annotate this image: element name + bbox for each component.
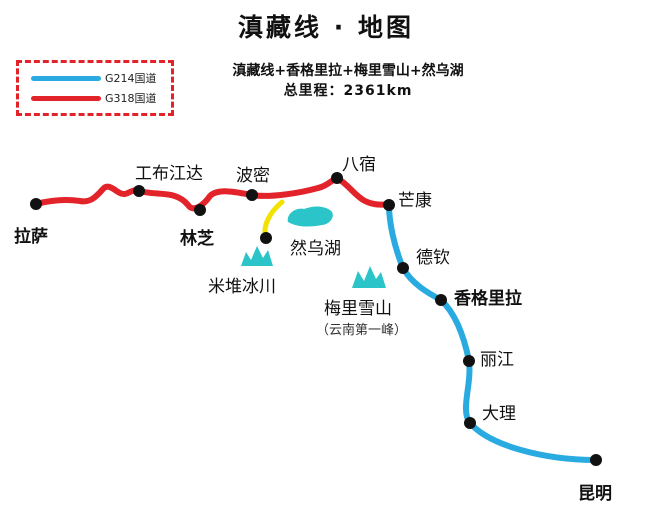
- legend-g318-label: G318国道: [105, 92, 157, 105]
- legend-g214-swatch: [31, 76, 101, 81]
- place-rawu-lake: 然乌湖: [290, 239, 341, 259]
- stop-dot-gongbo-gyamda: [133, 185, 145, 197]
- stop-dot-bomi: [246, 189, 258, 201]
- stop-dot-markam: [383, 199, 395, 211]
- rawu-lake-shape: [287, 206, 333, 227]
- place-nyingchi: 林芝: [180, 229, 214, 249]
- place-meili-snow-mountain: 梅里雪山: [324, 299, 392, 319]
- total-distance: 总里程：2361km: [283, 83, 413, 99]
- stop-dot-nyingchi: [194, 204, 206, 216]
- place-bomi: 波密: [236, 166, 270, 186]
- place-midui-glacier: 米堆冰川: [208, 277, 276, 297]
- stop-dot-glacier: [260, 232, 272, 244]
- stop-dot-lhasa: [30, 198, 42, 210]
- map-title: 滇藏线 · 地图: [238, 13, 414, 42]
- stop-dot-shangri-la: [435, 294, 447, 306]
- snow-mountain-icon: [352, 266, 386, 288]
- stop-dot-kunming: [590, 454, 602, 466]
- stop-dot-basu: [331, 172, 343, 184]
- legend-g214-label: G214国道: [105, 72, 157, 85]
- stop-dot-lijiang: [463, 355, 475, 367]
- legend-g318-swatch: [31, 96, 101, 101]
- route-summary: 滇藏线+香格里拉+梅里雪山+然乌湖: [232, 63, 464, 79]
- place-basu: 八宿: [342, 155, 376, 175]
- place-deqin: 德钦: [416, 248, 450, 268]
- stop-dot-dali: [464, 417, 476, 429]
- place-gongbo-gyamda: 工布江达: [135, 164, 203, 184]
- place-meili-note: （云南第一峰）: [316, 323, 408, 338]
- place-lijiang: 丽江: [480, 350, 514, 370]
- glacier-icon: [241, 246, 273, 266]
- place-kunming: 昆明: [578, 484, 612, 504]
- stop-dot-deqin: [397, 262, 409, 274]
- place-lhasa: 拉萨: [14, 227, 48, 247]
- legend: G214国道 G318国道: [16, 60, 174, 116]
- place-dali: 大理: [482, 404, 516, 424]
- place-shangri-la: 香格里拉: [454, 289, 522, 309]
- place-markam: 芒康: [398, 191, 432, 211]
